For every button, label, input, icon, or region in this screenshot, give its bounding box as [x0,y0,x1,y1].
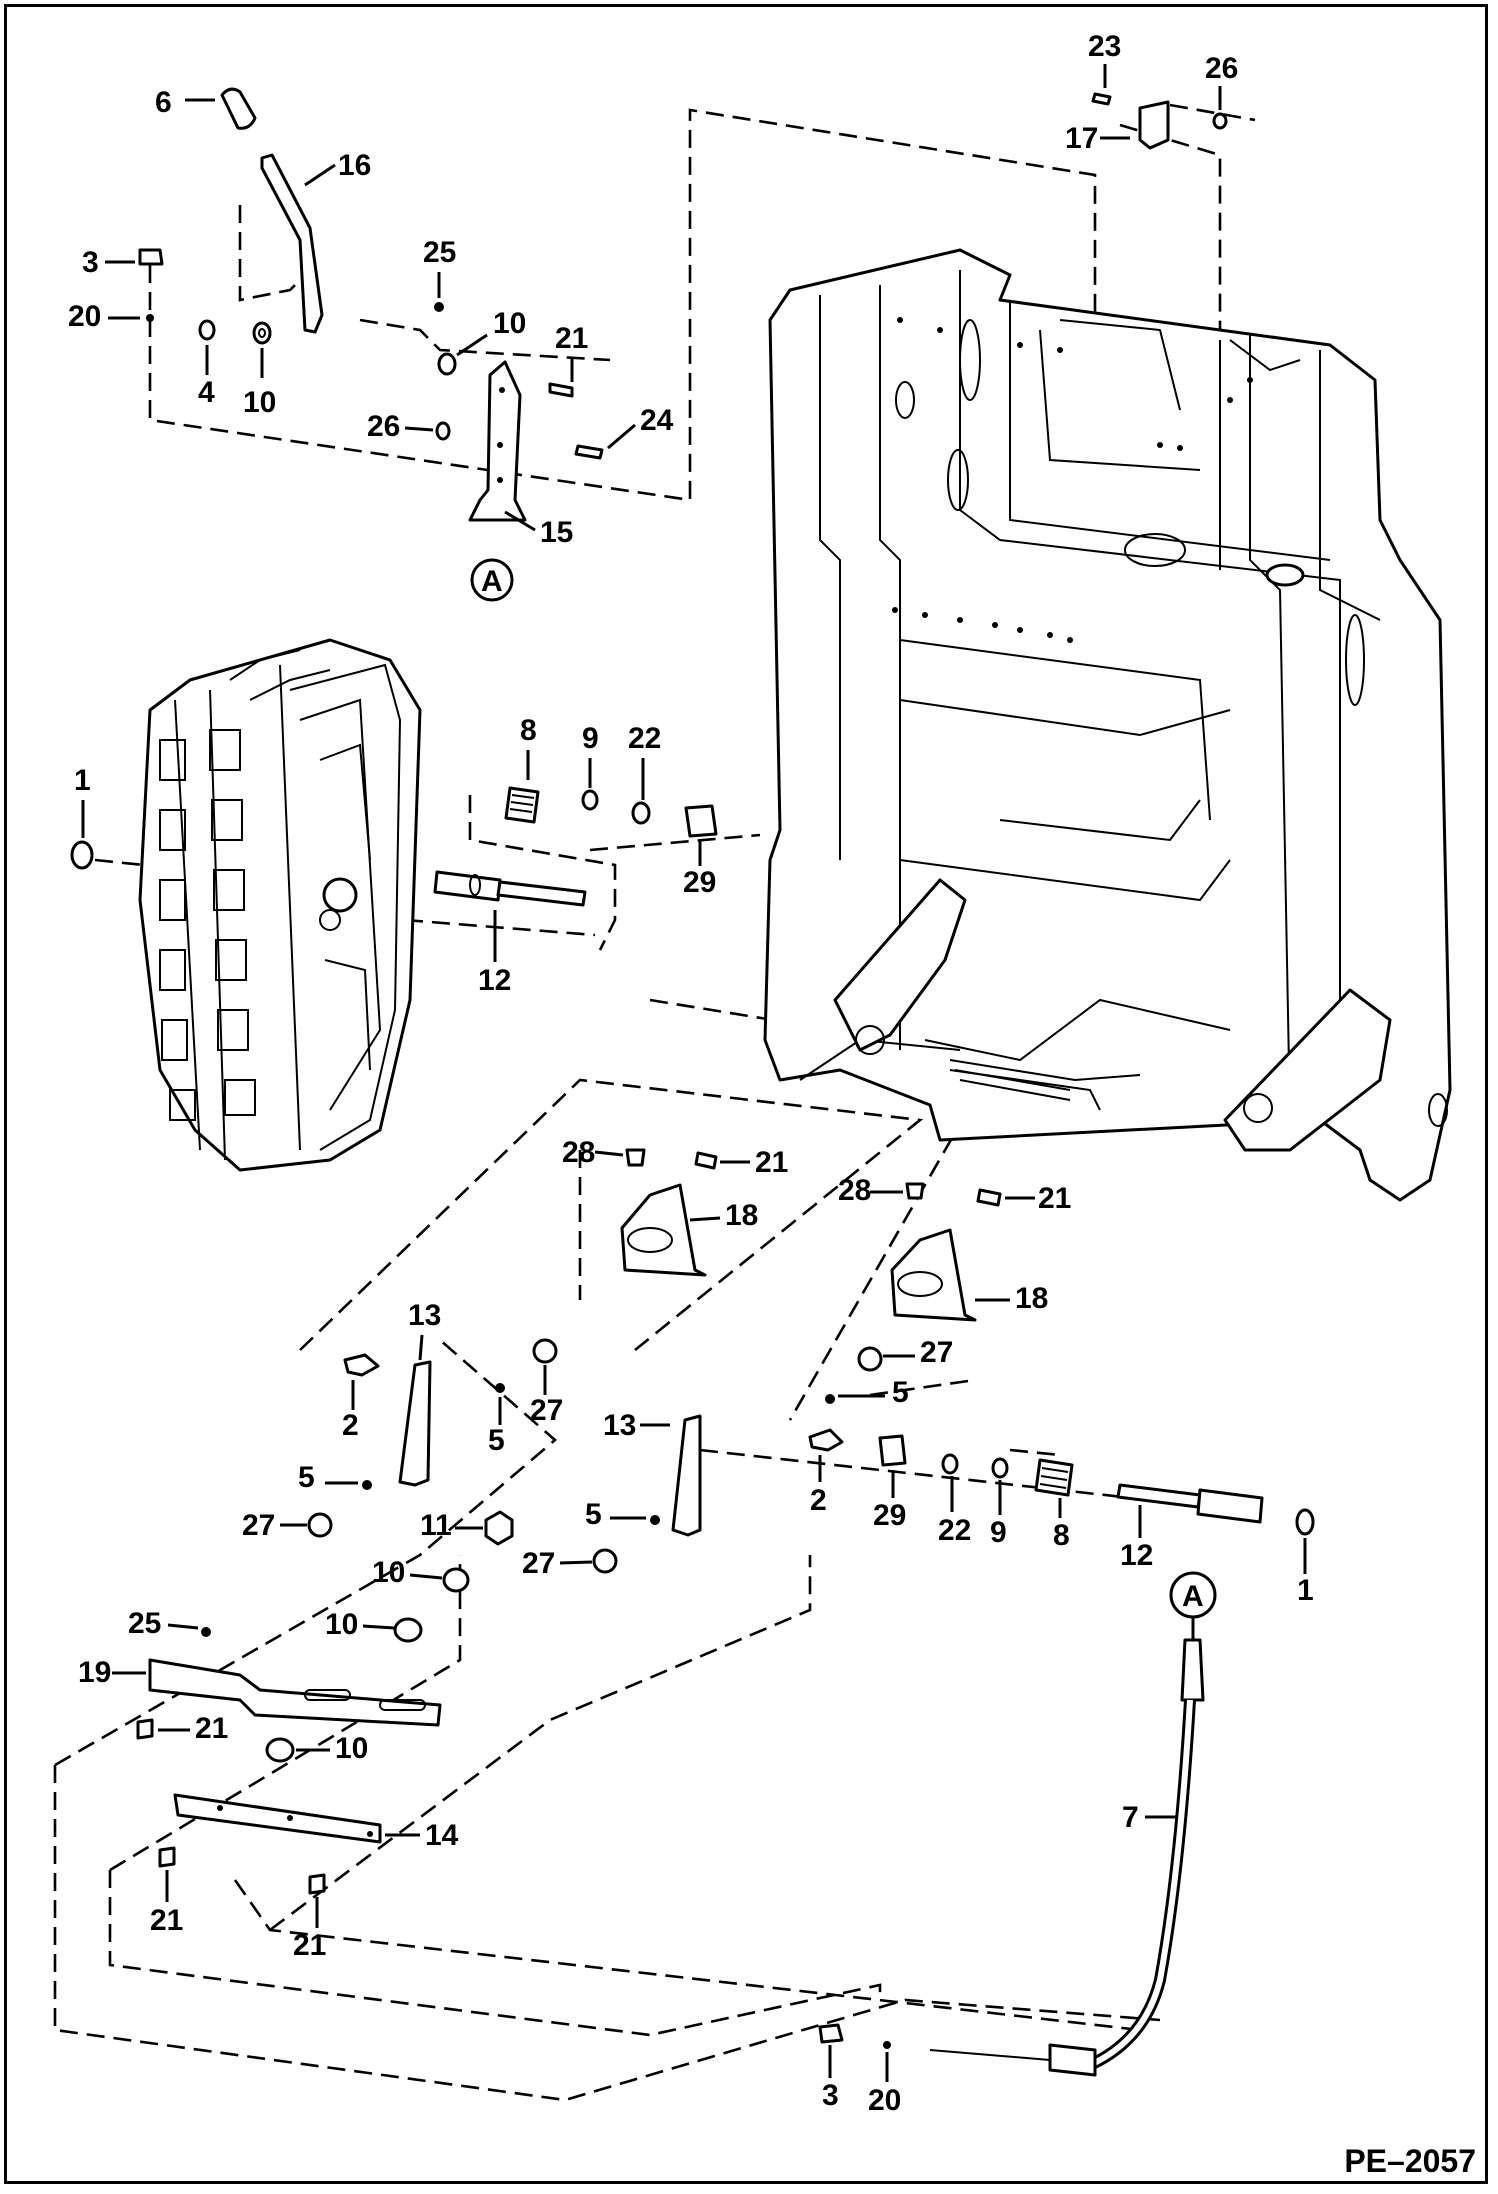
callout-20: 20 [868,2084,901,2117]
lever-assembly-upper [138,87,604,602]
axle-parts-upper [70,786,718,907]
callout-6: 6 [155,86,172,119]
callout-20: 20 [68,300,101,333]
callout-12: 12 [478,964,511,997]
callout-3: 3 [822,2079,839,2112]
callout-17: 17 [1065,122,1098,155]
reference-marker-a-upper: A [481,565,503,598]
callout-27: 27 [242,1509,275,1542]
callout-5: 5 [892,1376,909,1409]
callout-7: 7 [1122,1801,1139,1834]
callout-15: 15 [540,516,573,549]
callout-25: 25 [128,1607,161,1640]
callout-18: 18 [1015,1282,1048,1315]
callout-5: 5 [298,1461,315,1494]
callout-10: 10 [493,307,526,340]
callout-14: 14 [425,1819,459,1852]
loader-main-frame [763,248,1452,1202]
callout-10: 10 [325,1608,358,1641]
callout-2: 2 [342,1409,359,1442]
callout-26: 26 [1205,52,1238,85]
callout-28: 28 [562,1136,595,1169]
callout-23: 23 [1088,30,1121,63]
callout-12: 12 [1120,1539,1153,1572]
callout-27: 27 [522,1547,555,1580]
callout-11: 11 [420,1509,452,1542]
callout-22: 22 [628,722,661,755]
callout-9: 9 [582,722,599,755]
callout-21: 21 [555,322,588,355]
top-right-small-parts [1091,92,1228,150]
callout-24: 24 [640,404,674,437]
callout-21: 21 [195,1712,228,1745]
control-cable [818,1638,1205,2077]
callout-10: 10 [335,1732,368,1765]
callout-5: 5 [585,1498,602,1531]
reference-marker-a-lower: A [1182,1580,1204,1613]
callout-10: 10 [372,1556,405,1589]
callout-1: 1 [1297,1574,1314,1607]
track-drive-assembly [138,638,422,1172]
callout-21: 21 [1038,1182,1071,1215]
callout-27: 27 [530,1394,563,1427]
callout-4: 4 [198,376,215,409]
callout-1: 1 [74,764,91,797]
part-callouts: 6 16 3 20 25 4 10 10 21 26 24 15 A 23 [68,30,1314,2117]
document-id: PE–2057 [1344,2143,1476,2179]
callout-10: 10 [243,386,276,419]
callout-26: 26 [367,410,400,443]
callout-22: 22 [938,1514,971,1547]
callout-13: 13 [603,1409,636,1442]
callout-2: 2 [810,1484,827,1517]
callout-21: 21 [150,1904,183,1937]
callout-21: 21 [755,1146,788,1179]
diagram-border [4,4,1488,2184]
callout-21: 21 [293,1929,326,1962]
callout-28: 28 [838,1174,871,1207]
callout-8: 8 [1053,1519,1070,1552]
callout-18: 18 [725,1199,758,1232]
callout-27: 27 [920,1336,953,1369]
callout-25: 25 [423,236,456,269]
callout-9: 9 [990,1516,1007,1549]
linkage-lower [136,1338,1315,1895]
callout-8: 8 [520,714,537,747]
brackets-middle [620,1148,1002,1322]
callout-29: 29 [873,1499,906,1532]
callout-13: 13 [408,1299,441,1332]
callout-29: 29 [683,866,716,899]
callout-5: 5 [488,1424,505,1457]
callout-16: 16 [338,149,371,182]
callout-19: 19 [78,1656,111,1689]
callout-3: 3 [82,246,99,279]
